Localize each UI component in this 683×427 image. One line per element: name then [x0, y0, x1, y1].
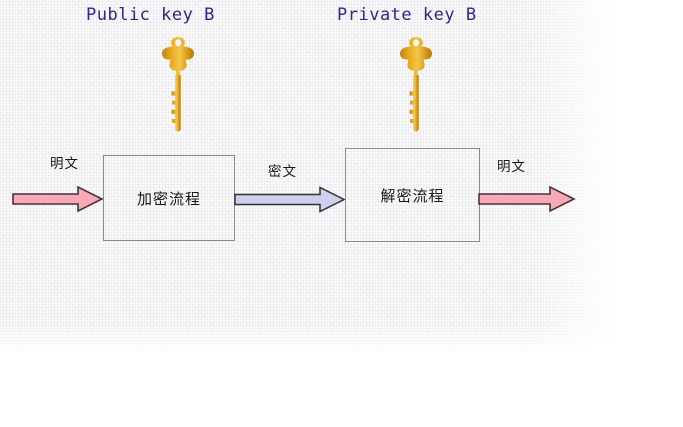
middle-arrow [234, 186, 346, 218]
public-key-icon [156, 35, 200, 133]
private-key-icon [394, 35, 438, 133]
output-arrow [478, 185, 576, 218]
public-key-label: Public key B [86, 5, 215, 25]
private-key-label: Private key B [337, 5, 477, 25]
encrypt-process-label: 加密流程 [136, 189, 201, 208]
paper-background [0, 0, 616, 353]
plaintext-in-label: 明文 [50, 156, 79, 172]
decrypt-process-label: 解密流程 [380, 186, 445, 205]
decrypt-process-box: 解密流程 [345, 148, 480, 242]
ciphertext-label: 密文 [268, 164, 297, 180]
plaintext-out-label: 明文 [497, 159, 526, 175]
input-arrow [12, 185, 104, 218]
encrypt-process-box: 加密流程 [103, 155, 235, 241]
